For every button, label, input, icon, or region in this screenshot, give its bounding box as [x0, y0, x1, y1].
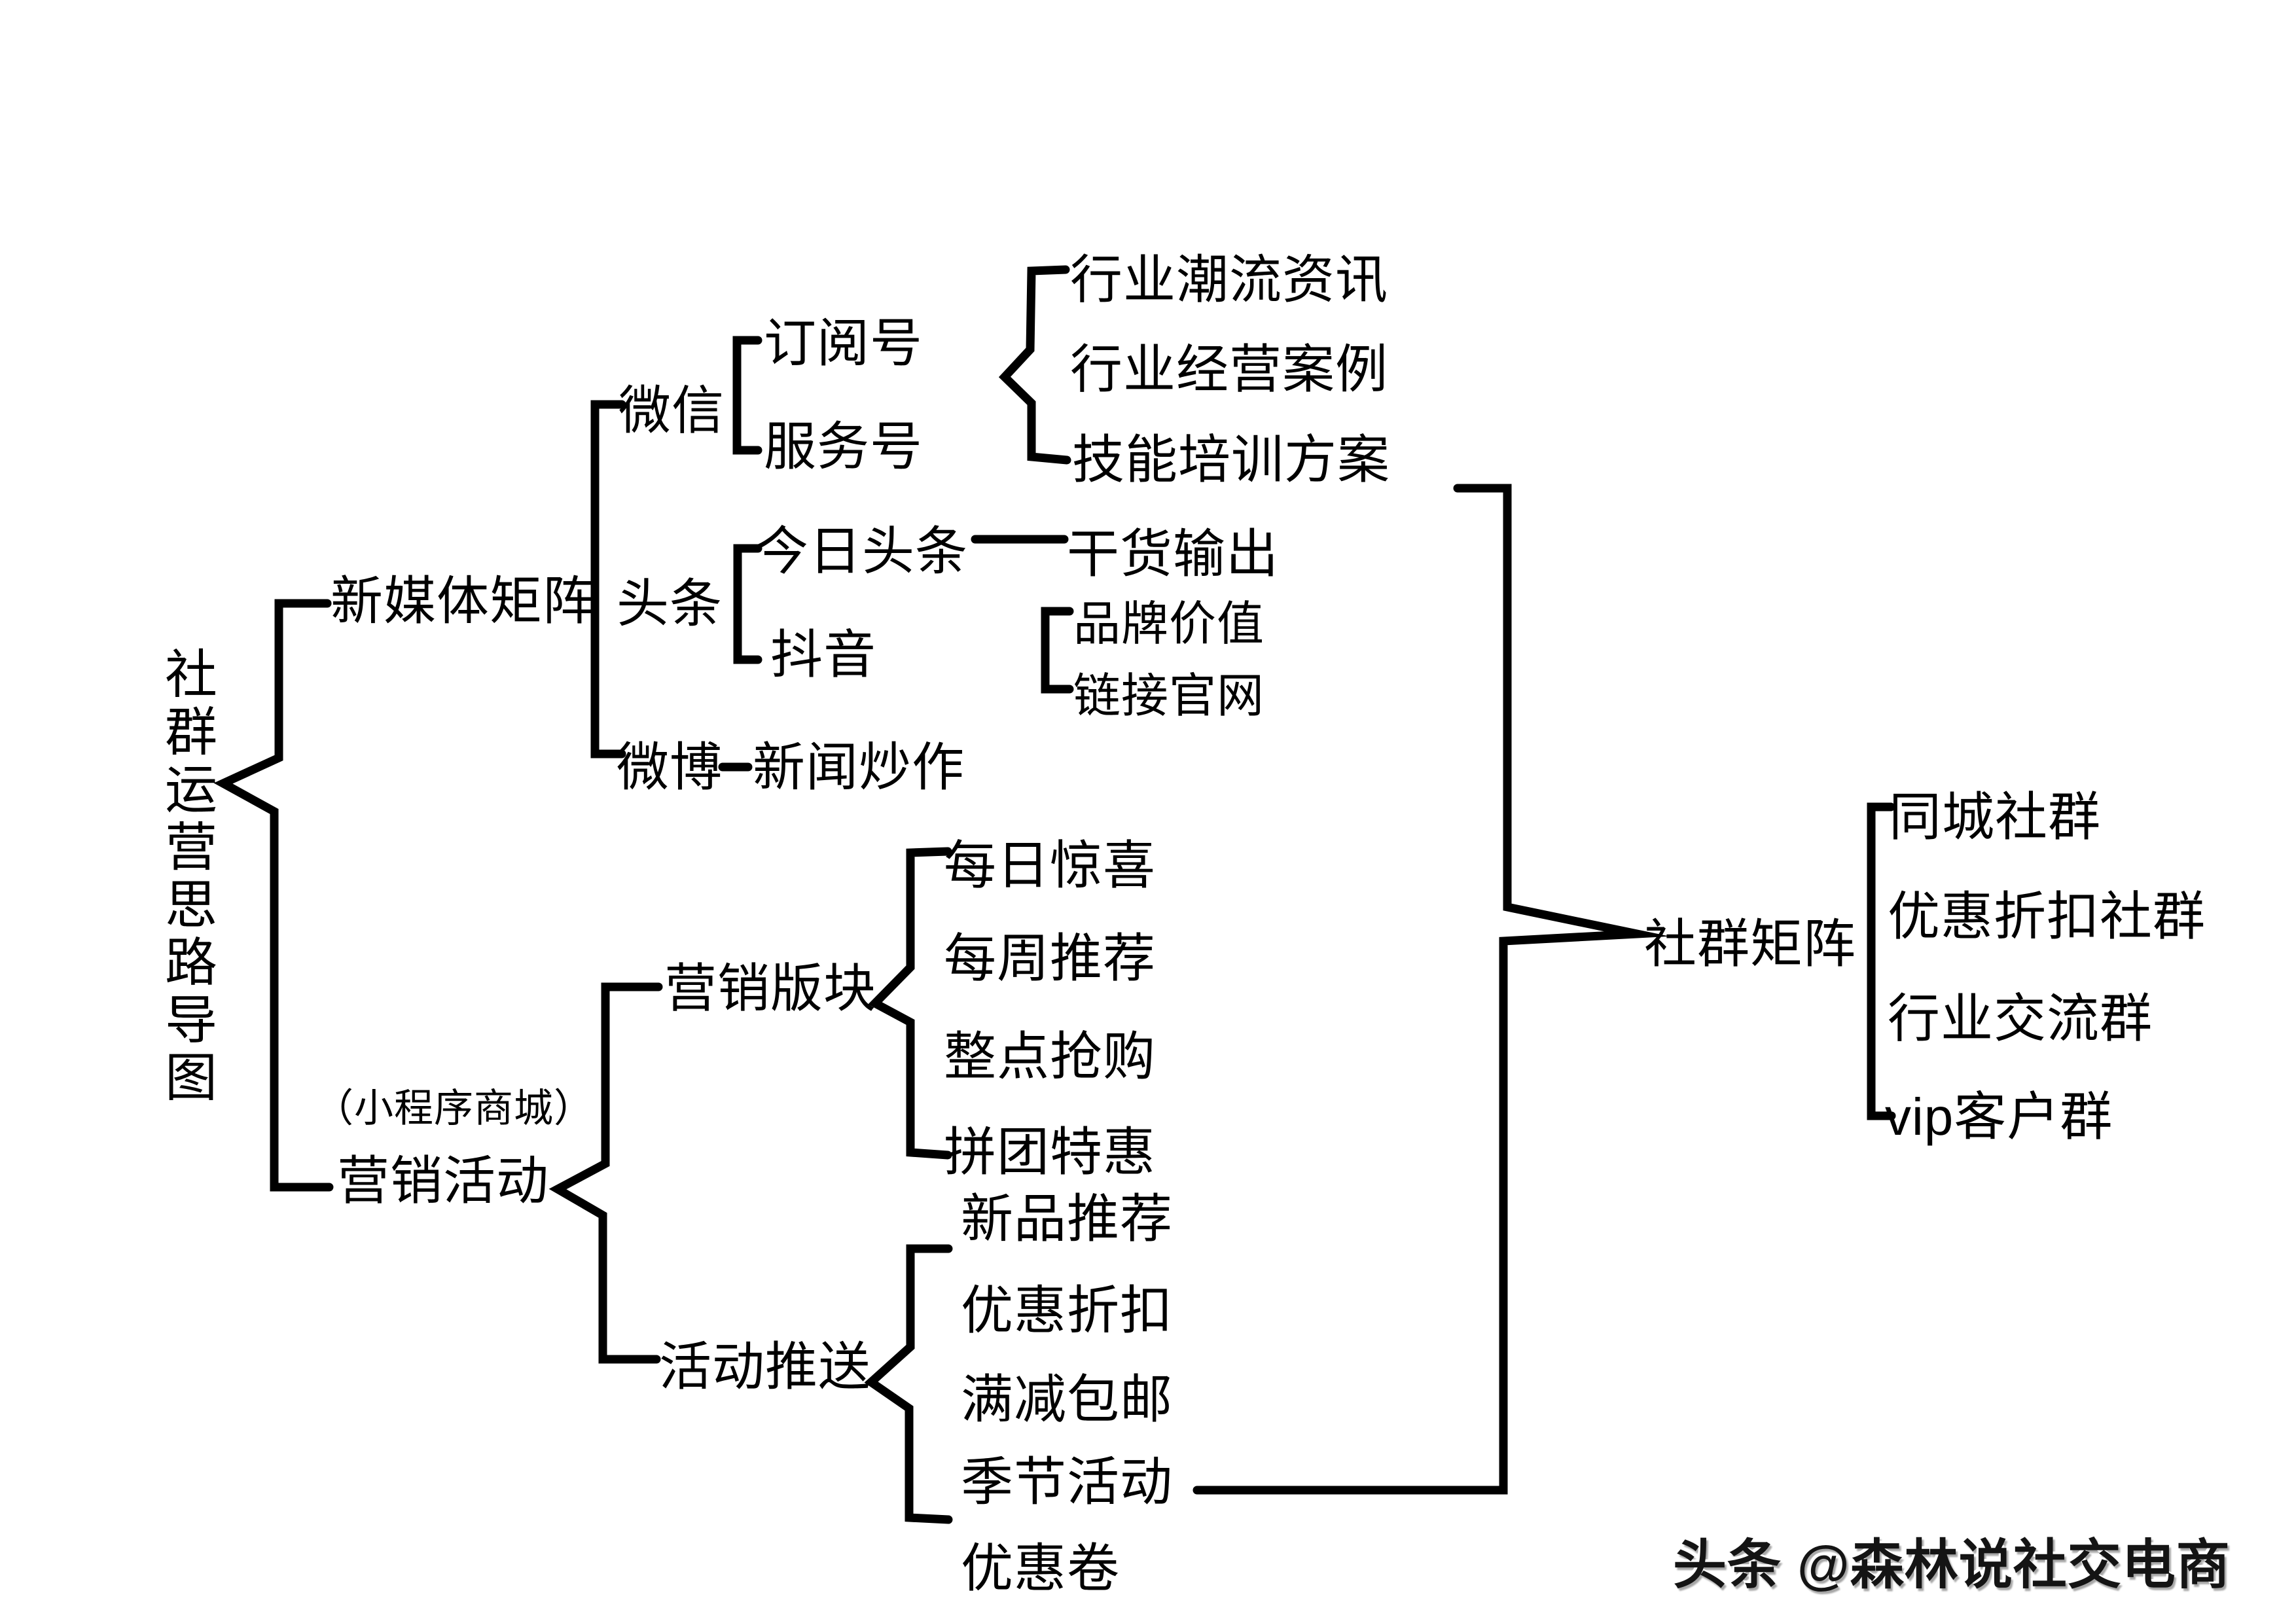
bankuai-items-brace — [868, 847, 952, 1160]
node-miniprogram-mall-note: （小程序商城） — [314, 1086, 594, 1130]
douyin-bracket — [1041, 607, 1074, 694]
node-ganhuo-output: 干货输出 — [1067, 525, 1279, 583]
media-bracket — [590, 400, 626, 758]
node-official-site-link: 链接官网 — [1073, 670, 1265, 722]
node-industry-case: 行业经营案例 — [1070, 340, 1388, 399]
node-local-community: 同城社群 — [1889, 788, 2101, 846]
node-root-title: 社群运营思路导图 — [158, 647, 216, 1107]
node-full-reduction-free-shipping: 满减包邮 — [961, 1370, 1173, 1429]
node-vip-customer-group: vip客户群 — [1885, 1088, 2113, 1146]
node-discount-community: 优惠折扣社群 — [1888, 887, 2206, 946]
node-subscription-account: 订阅号 — [764, 314, 923, 372]
node-industry-exchange-group: 行业交流群 — [1888, 990, 2153, 1048]
node-group-buy-deal: 拼团特惠 — [944, 1123, 1156, 1181]
node-new-media-matrix: 新媒体矩阵 — [331, 572, 596, 630]
node-weibo: 微博 — [617, 738, 723, 796]
root-brace — [213, 599, 334, 1192]
watermark-toutiao-author: 头条 @森林说社交电商 — [1673, 1535, 2231, 1595]
node-brand-value: 品牌价值 — [1073, 598, 1265, 651]
node-activity-push: 活动推送 — [659, 1338, 871, 1396]
node-service-account: 服务号 — [764, 418, 923, 476]
node-douyin: 抖音 — [770, 626, 876, 684]
node-hourly-flash-sale: 整点抢购 — [944, 1027, 1156, 1086]
node-new-product-recommend: 新品推荐 — [961, 1190, 1173, 1248]
node-marketing-section: 营销版块 — [664, 959, 876, 1018]
marketing-brace — [548, 982, 663, 1364]
node-wechat: 微信 — [619, 382, 725, 440]
node-news-hype: 新闻炒作 — [753, 738, 965, 796]
node-marketing-activity: 营销活动 — [337, 1152, 549, 1210]
node-weekly-recommend: 每周推荐 — [944, 929, 1156, 988]
toutiao-bracket — [733, 544, 762, 664]
node-community-matrix: 社群矩阵 — [1644, 915, 1856, 973]
wechat-bracket — [732, 336, 762, 455]
collector-line — [1193, 484, 1670, 1495]
node-skill-training-plan: 技能培训方案 — [1072, 431, 1390, 489]
node-seasonal-activity: 季节活动 — [961, 1453, 1173, 1511]
community-bracket — [1867, 802, 1896, 1120]
node-coupon: 优惠卷 — [961, 1539, 1120, 1597]
node-discount: 优惠折扣 — [961, 1281, 1173, 1340]
node-daily-surprise: 每日惊喜 — [944, 836, 1156, 895]
wechat-content-brace — [998, 265, 1071, 465]
node-toutiao-group: 头条 — [617, 575, 723, 633]
tuisong-items-brace — [864, 1244, 953, 1524]
node-jinri-toutiao: 今日头条 — [756, 522, 968, 580]
node-industry-trend-info: 行业潮流资讯 — [1070, 251, 1388, 309]
